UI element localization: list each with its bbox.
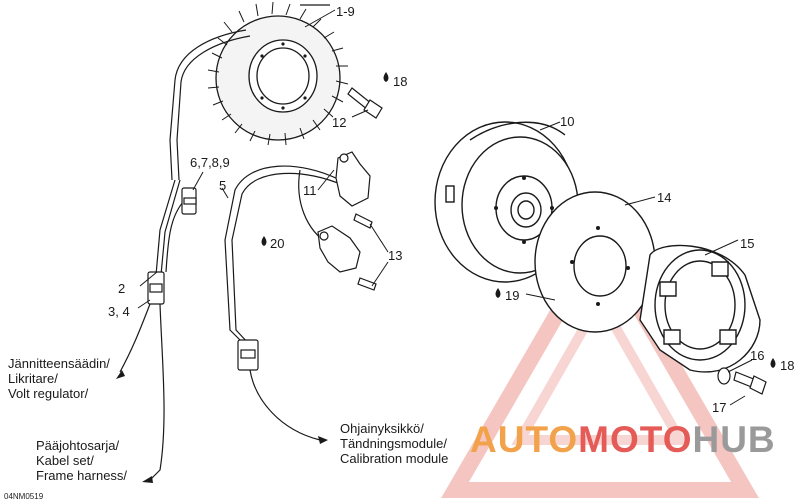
loctite-drop-icon	[495, 288, 501, 298]
label-20: 20	[270, 236, 285, 251]
stator-harness-icon	[119, 29, 251, 481]
bolt-12-icon	[347, 87, 383, 119]
label-2: 2	[118, 281, 126, 296]
caption-line: Pääjohtosarja/	[36, 438, 120, 453]
caption-line: Tändningsmodule/	[340, 436, 447, 451]
label-connectors: 6,7,8,9	[190, 155, 230, 170]
watermark-part-3: HUB	[692, 419, 776, 460]
caption-line: Calibration module	[340, 451, 449, 466]
caption-line: Jännitteensäädin/	[8, 356, 110, 371]
caption-frame-harness: Pääjohtosarja/ Kabel set/ Frame harness/	[36, 438, 127, 483]
caption-line: Volt regulator/	[8, 386, 89, 401]
trigger-harness-icon	[224, 165, 346, 441]
screw-13-icon	[353, 213, 377, 291]
label-ring-14: 14	[657, 190, 672, 205]
caption-volt-regulator: Jännitteensäädin/ Likritare/ Volt regula…	[8, 356, 110, 401]
label-5: 5	[219, 178, 227, 193]
watermark-part-1: AUTO	[470, 419, 579, 460]
watermark-part-2: MOTO	[578, 419, 693, 460]
hub-15-icon	[639, 244, 761, 373]
caption-line: Frame harness/	[36, 468, 128, 483]
stator-icon	[207, 1, 349, 146]
reference-code: 04NM0519	[4, 492, 44, 501]
label-17: 17	[712, 400, 727, 415]
watermark-triangle	[441, 224, 759, 498]
label-drop-18-b: 18	[780, 358, 795, 373]
bolt-17-icon	[733, 371, 767, 395]
watermark-logo: AUTOMOTOHUB	[470, 420, 776, 460]
label-13: 13	[388, 248, 403, 263]
label-19: 19	[505, 288, 520, 303]
caption-line: Ohjainyksikkö/	[340, 421, 424, 436]
caption-calibration-module: Ohjainyksikkö/ Tändningsmodule/ Calibrat…	[340, 421, 448, 466]
label-11: 11	[303, 183, 317, 198]
washer-16-icon	[717, 367, 731, 385]
loctite-drop-icon	[261, 236, 267, 246]
ring-14-icon	[534, 191, 656, 333]
caption-line: Kabel set/	[36, 453, 94, 468]
label-stator: 1-9	[336, 4, 355, 19]
loctite-drop-icon	[383, 72, 389, 82]
label-bolt-12: 12	[332, 115, 347, 130]
label-drop-18-a: 18	[393, 74, 408, 89]
label-flywheel: 10	[560, 114, 575, 129]
label-16: 16	[750, 348, 765, 363]
label-3-4: 3, 4	[108, 304, 130, 319]
loctite-drop-icon	[770, 358, 776, 368]
label-15: 15	[740, 236, 755, 251]
trigger-coil-icon	[317, 151, 371, 273]
caption-line: Likritare/	[8, 371, 58, 386]
